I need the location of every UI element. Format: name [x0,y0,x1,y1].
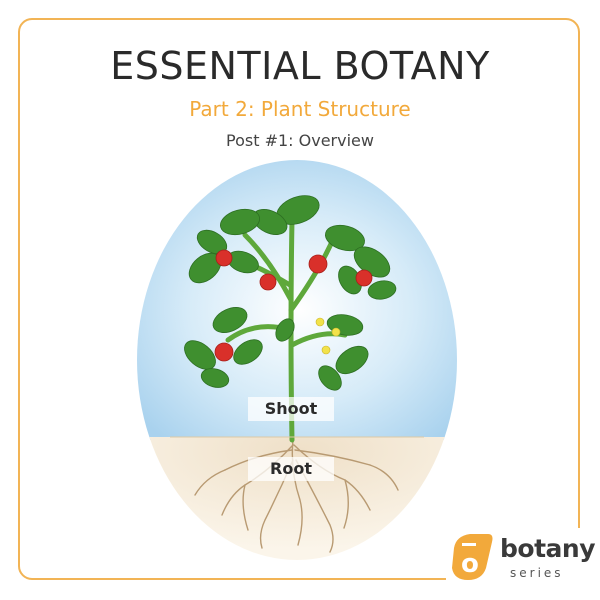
flowers [315,317,341,355]
root-label: Root [248,457,334,481]
card-border [18,18,580,580]
tomatoes [214,249,373,362]
post-label: Post #1: Overview [226,131,374,150]
leaf-logo-icon: o [452,534,493,580]
logo-word: botany [500,534,596,563]
botany-series-logo: o botany series [446,528,596,588]
page-subtitle: Part 2: Plant Structure [189,97,411,121]
page-title: ESSENTIAL BOTANY [110,44,490,88]
shoot-label: Shoot [248,397,334,421]
svg-text:o: o [461,549,479,579]
leaves [184,195,397,391]
logo-series: series [510,566,564,580]
